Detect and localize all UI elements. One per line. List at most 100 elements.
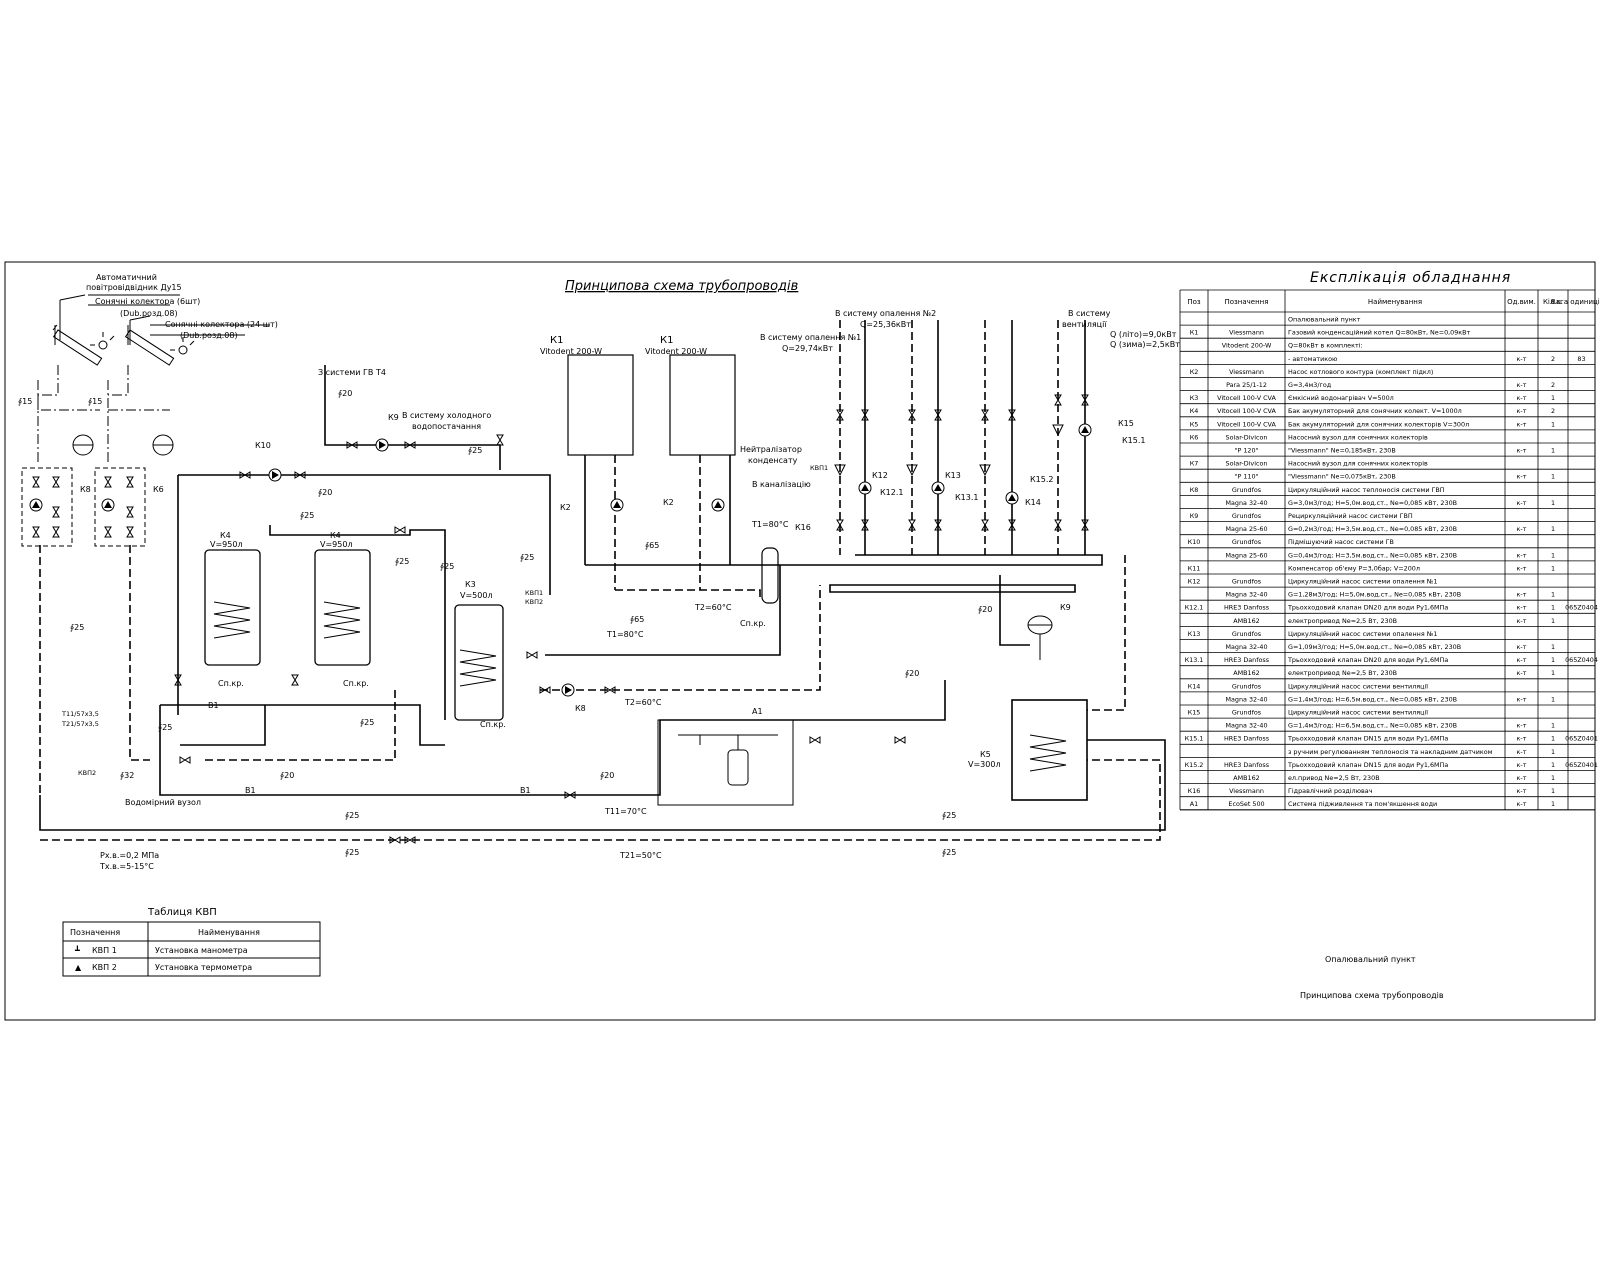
table-cell: К7 <box>1190 460 1199 468</box>
tank-coils <box>213 601 1067 772</box>
k11-label: К9 <box>1060 603 1071 612</box>
dn25-label: ∮25 <box>345 811 359 820</box>
table-cell: Трьохходовий клапан DN20 для води Ру1,6М… <box>1287 604 1448 612</box>
table-cell: 1 <box>1551 525 1555 533</box>
drain-node-label: Водомірний вузол <box>125 798 201 807</box>
table-cell: к-т <box>1517 551 1527 559</box>
table-cell: К3 <box>1190 394 1199 402</box>
k5-vol: V=300л <box>968 760 1001 769</box>
boiler-k1b-label: К1 <box>550 335 563 346</box>
k3-label: К3 <box>465 580 476 589</box>
heating-1-q: Q=29,74кВт <box>782 344 833 353</box>
table-cell: Magna 32-40 <box>1225 695 1267 703</box>
k7-label: К8 <box>80 485 91 494</box>
t1-80-label-b: Т1=80°С <box>606 630 644 639</box>
table-cell: 1 <box>1551 604 1555 612</box>
from-gv-label: З системи ГВ Т4 <box>318 368 386 377</box>
t2-60-label-b: Т2=60°С <box>624 698 662 707</box>
table-cell: к-т <box>1517 591 1527 599</box>
kvp-row-name: Установка термометра <box>155 963 252 972</box>
table-cell: Magna 25-60 <box>1225 551 1267 559</box>
table-cell: Бак акумуляторний для сонячних колект. V… <box>1288 407 1462 415</box>
cold-water-label: В систему холодного <box>402 411 491 420</box>
table-cell: Трьохходовий клапан DN15 для води Ру1,6М… <box>1287 761 1448 769</box>
table-cell: Насосний вузол для сонячних колекторів <box>1288 433 1428 441</box>
table-cell: 1 <box>1551 774 1555 782</box>
table-cell: К2 <box>1190 368 1199 376</box>
table-cell: - автоматикою <box>1288 355 1338 363</box>
a1-label: А1 <box>752 707 763 716</box>
table-header: Поз <box>1187 298 1201 306</box>
table-cell: G=1,4м3/год; H=6,5м.вод.ст., Nе=0,085 кВ… <box>1288 695 1457 703</box>
table-cell: HRE3 Danfoss <box>1224 604 1270 612</box>
table-cell: Magna 25-60 <box>1225 525 1267 533</box>
dn25-label: ∮25 <box>942 848 956 857</box>
kvp-table-title: Таблиця КВП <box>147 907 217 918</box>
table-cell: к-т <box>1517 748 1527 756</box>
table-cell: 1 <box>1551 473 1555 481</box>
drain-label: Сп.кр. <box>218 679 244 688</box>
k2-label: К2 <box>560 503 571 512</box>
neutralizer-label: Нейтралізатор <box>740 445 802 454</box>
table-cell: Трьохходовий клапан DN15 для води Ру1,6М… <box>1287 735 1448 743</box>
table-cell: EcoSet 500 <box>1228 800 1264 808</box>
kvp1-label: КВП1 <box>810 464 828 472</box>
table-cell: електропривод Nе=2,5 Вт, 230В <box>1288 669 1397 677</box>
dn20-label: ∮20 <box>338 389 352 398</box>
k13-1-label: К13.1 <box>955 493 979 502</box>
table-header: Найменування <box>1368 298 1422 306</box>
stamp-line-2: Принципова схема трубопроводів <box>1300 991 1444 1000</box>
table-cell: 1 <box>1551 787 1555 795</box>
table-cell: 1 <box>1551 551 1555 559</box>
table-cell: HRE3 Danfoss <box>1224 761 1270 769</box>
table-cell: AMB162 <box>1233 774 1259 782</box>
k4b-vol: V=950л <box>320 540 353 549</box>
k6-label: К6 <box>153 485 164 494</box>
kvp-header-code: Позначення <box>70 928 120 937</box>
t2-60-label: Т2=60°С <box>694 603 732 612</box>
table-cell: Viessmann <box>1229 329 1264 337</box>
k9-label: К9 <box>388 413 399 422</box>
table-cell: к-т <box>1517 643 1527 651</box>
table-cell: к-т <box>1517 473 1527 481</box>
table-cell: Опалювальний пункт <box>1288 316 1361 324</box>
table-cell: 1 <box>1551 695 1555 703</box>
t21-50-label: Т21=50°С <box>619 851 662 860</box>
k5-label: К5 <box>980 750 991 759</box>
table-cell: G=3,4м3/год <box>1288 381 1332 389</box>
table-cell: 1 <box>1551 564 1555 572</box>
table-cell: Vitocell 100-V CVA <box>1217 394 1276 402</box>
table-cell: Vitodent 200-W <box>1222 342 1272 350</box>
table-cell: Рециркуляційний насос системи ГВП <box>1288 512 1413 520</box>
table-header: Позначення <box>1225 298 1269 306</box>
t11-70-label: Т11=70°С <box>604 807 647 816</box>
filters <box>834 424 1064 476</box>
table-cell: G=1,4м3/год; H=6,5м.вод.ст., Nе=0,085 кВ… <box>1288 722 1457 730</box>
table-cell: Насосний вузол для сонячних колекторів <box>1288 460 1428 468</box>
k12-1-label: К12.1 <box>880 488 904 497</box>
table-cell: Viessmann <box>1229 787 1264 795</box>
table-cell: Vitocell 100-V CVA <box>1217 420 1276 428</box>
k14-label: К14 <box>1025 498 1041 507</box>
table-cell: AMB162 <box>1233 669 1259 677</box>
table-cell: Grundfos <box>1232 486 1262 494</box>
heating-1-label: В систему опалення №1 <box>760 333 861 342</box>
b1-label: В1 <box>208 701 219 710</box>
kvp-row-name: Установка манометра <box>155 946 248 955</box>
b1-label: В1 <box>520 786 531 795</box>
table-cell: 065Z0401 <box>1565 735 1598 743</box>
table-cell: к-т <box>1517 774 1527 782</box>
heating-2-label: В систему опалення №2 <box>835 309 936 318</box>
table-cell: 1 <box>1551 735 1555 743</box>
dn20-label: ∮20 <box>978 605 992 614</box>
table-cell: Підмішуючий насос системи ГВ <box>1288 538 1394 546</box>
table-cell: 1 <box>1551 617 1555 625</box>
table-cell: Grundfos <box>1232 630 1262 638</box>
boiler-k1-model: Vitodent 200-W <box>645 347 707 356</box>
collectors-24-sub: (Dub.розд.08) <box>180 331 238 340</box>
table-cell: к-т <box>1517 394 1527 402</box>
b1-label: В1 <box>245 786 256 795</box>
water-treatment-a1 <box>657 719 794 806</box>
p-in-label: Рх.в.=0,2 МПа <box>100 851 159 860</box>
